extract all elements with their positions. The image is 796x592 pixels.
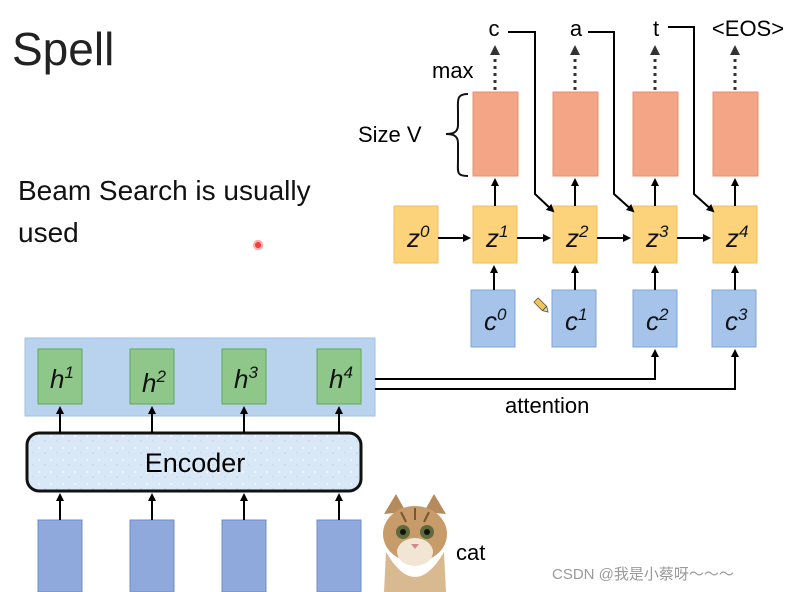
csdn-watermark: CSDN @我是小蔡呀～～～ xyxy=(552,566,734,583)
c-label-2: c2 xyxy=(646,305,669,336)
z-box-2 xyxy=(552,205,598,264)
h-label-4: h4 xyxy=(329,363,353,394)
c-box-0 xyxy=(470,289,516,348)
input-arrows xyxy=(56,493,343,520)
output-box-2 xyxy=(552,91,599,177)
h-label-3: h3 xyxy=(234,363,258,394)
output-label-eos: <EOS> xyxy=(712,16,784,41)
input-box-2 xyxy=(129,519,175,592)
output-label-t: t xyxy=(653,16,659,41)
max-label: max xyxy=(432,58,474,83)
z-label-2: z2 xyxy=(565,222,589,253)
c-box-2 xyxy=(632,289,678,348)
output-arrows xyxy=(491,178,739,206)
z-label-0: z0 xyxy=(406,222,430,253)
h-box-4 xyxy=(316,348,362,405)
h-label-1: h1 xyxy=(50,363,74,394)
context-arrows xyxy=(490,265,739,290)
z-box-4 xyxy=(712,205,758,264)
size-brace xyxy=(445,93,469,177)
output-box-1 xyxy=(472,91,519,177)
input-box-4 xyxy=(316,519,362,592)
c-label-3: c3 xyxy=(725,305,748,336)
input-box-1 xyxy=(37,519,83,592)
c-label-1: c1 xyxy=(565,305,587,336)
pencil-cursor-icon xyxy=(533,297,549,313)
encoder-box xyxy=(25,431,363,493)
attention-label: attention xyxy=(505,393,589,418)
z-label-1: z1 xyxy=(485,222,508,253)
output-box-3 xyxy=(632,91,679,177)
z-labels: z0 z1 z2 z3 z4 xyxy=(406,222,748,253)
feedback-arrows xyxy=(508,26,715,213)
h-label-2: h2 xyxy=(142,367,166,398)
z-box-0 xyxy=(393,205,439,264)
output-box-4 xyxy=(712,91,759,177)
attention-lines xyxy=(375,349,739,390)
c-labels: c0 c1 c2 c3 xyxy=(484,305,748,336)
bullet-text: Beam Search is usually used xyxy=(18,175,311,248)
z-box-1 xyxy=(472,205,518,264)
cat-photo xyxy=(376,492,454,592)
input-box-3 xyxy=(221,519,267,592)
h-labels: h1 h2 h3 h4 xyxy=(50,363,353,398)
z-label-3: z3 xyxy=(645,222,669,253)
input-label: cat xyxy=(456,540,485,565)
z-label-4: z4 xyxy=(725,222,748,253)
output-label-a: a xyxy=(570,16,583,41)
laser-pointer-dot xyxy=(252,239,264,251)
c-label-0: c0 xyxy=(484,305,507,336)
slide-title: Spell xyxy=(12,23,115,75)
size-label: Size V xyxy=(358,122,422,147)
h-box-2 xyxy=(129,348,175,405)
c-box-1 xyxy=(551,289,597,348)
output-label-c: c xyxy=(489,16,500,41)
h-box-3 xyxy=(221,348,267,405)
encoder-arrows xyxy=(56,406,343,433)
encoder-label: Encoder xyxy=(145,448,246,478)
c-box-3 xyxy=(711,289,757,348)
h-box-1 xyxy=(37,348,83,405)
